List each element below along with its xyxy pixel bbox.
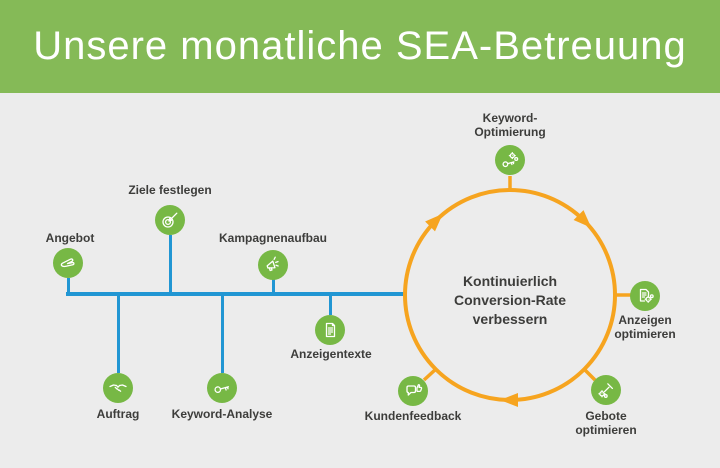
timeline-connector-ziele (169, 235, 172, 293)
timeline-line (66, 292, 407, 296)
cycle-arrow-top-left (425, 213, 443, 232)
cycle-connector-bottom-right (582, 367, 597, 382)
megaphone-icon (258, 250, 288, 280)
label-gebote-optimieren: Gebote optimieren (575, 409, 637, 437)
header-banner: Unsere monatliche SEA-Betreuung (0, 0, 720, 93)
timeline-connector-auftrag (117, 296, 120, 373)
document-gears-icon (630, 281, 660, 311)
label-auftrag: Auftrag (96, 407, 140, 421)
label-kundenfeedback: Kundenfeedback (364, 409, 462, 423)
timeline-connector-kampagnenaufbau (272, 279, 275, 293)
cycle-connector-bottom-left (422, 367, 438, 382)
timeline-connector-keyword-analyse (221, 296, 224, 373)
document-icon (315, 315, 345, 345)
label-anzeigen-optimieren: Anzeigen optimieren (614, 313, 676, 341)
timeline-connector-anzeigentexte (329, 296, 332, 315)
handshake-icon (103, 373, 133, 403)
label-keyword-analyse: Keyword-Analyse (171, 407, 273, 421)
key-icon (207, 373, 237, 403)
label-keyword-optimierung: Keyword- Optimierung (474, 111, 546, 139)
timeline-connector-angebot (67, 278, 70, 292)
label-ziele-festlegen: Ziele festlegen (128, 183, 212, 197)
cycle-arrow-bottom (500, 393, 518, 407)
cycle-center-text: Kontinuierlich Conversion-Rate verbesser… (453, 273, 567, 327)
label-angebot: Angebot (45, 231, 95, 245)
cycle-arrow-top-right (573, 210, 592, 228)
label-anzeigentexte: Anzeigentexte (290, 347, 372, 361)
target-arrow-icon (155, 205, 185, 235)
label-kampagnenaufbau: Kampagnenaufbau (218, 231, 328, 245)
page-title: Unsere monatliche SEA-Betreuung (33, 24, 687, 68)
open-hand-icon (53, 248, 83, 278)
key-gears-icon (495, 145, 525, 175)
gavel-gears-icon (591, 375, 621, 405)
thumbsup-speech-bubble-icon (398, 376, 428, 406)
